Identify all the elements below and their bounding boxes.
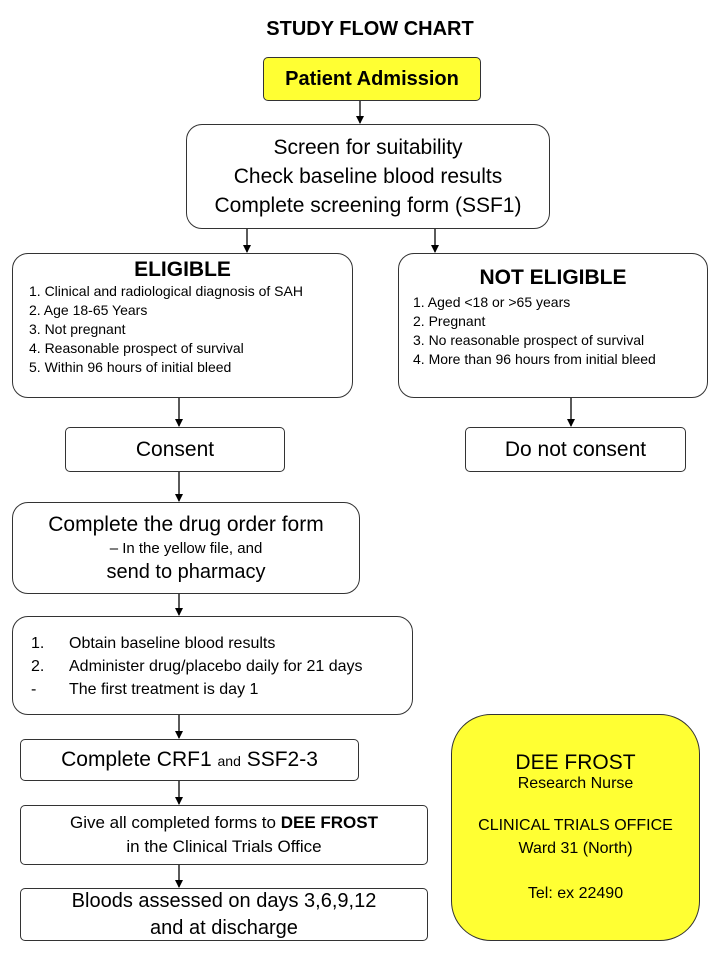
give-forms-line: Give all completed forms to DEE FROST xyxy=(70,811,378,835)
criteria-item: 3. Not pregnant xyxy=(29,321,126,337)
criteria-item: 1. Aged <18 or >65 years xyxy=(413,294,571,310)
criteria-item: 4. More than 96 hours from initial bleed xyxy=(413,351,656,367)
criteria-item: 1. Clinical and radiological diagnosis o… xyxy=(29,283,303,299)
screening-line: Complete screening form (SSF1) xyxy=(214,194,522,217)
step-item: - The first treatment is day 1 xyxy=(31,678,412,701)
give-forms-name: DEE FROST xyxy=(280,813,378,832)
step-text: The first treatment is day 1 xyxy=(69,681,259,698)
step-item: 1. Obtain baseline blood results xyxy=(31,632,412,655)
screening-line: Check baseline blood results xyxy=(233,165,503,188)
chart-title: STUDY FLOW CHART xyxy=(266,18,474,40)
screening-line: Screen for suitability xyxy=(273,136,463,159)
crf-part1: Complete CRF1 xyxy=(61,748,212,771)
contact-tel: Tel: ex 22490 xyxy=(527,884,624,902)
contact-office: CLINICAL TRIALS OFFICE xyxy=(478,816,673,834)
eligible-box: ELIGIBLE 1. Clinical and radiological di… xyxy=(12,253,353,398)
criteria-item: 4. Reasonable prospect of survival xyxy=(29,340,244,356)
consent-label: Consent xyxy=(135,437,215,461)
drug-order-line: Complete the drug order form xyxy=(48,512,324,536)
no-consent-box: Do not consent xyxy=(465,427,686,472)
contact-ward: Ward 31 (North) xyxy=(518,839,633,857)
crf-text: Complete CRF1 and SSF2-3 xyxy=(61,748,318,772)
contact-box: DEE FROST Research Nurse CLINICAL TRIALS… xyxy=(451,714,700,941)
crf-part2: SSF2-3 xyxy=(246,748,318,771)
criteria-item: 5. Within 96 hours of initial bleed xyxy=(29,359,232,375)
criteria-item: 2. Pregnant xyxy=(413,313,486,329)
give-forms-box: Give all completed forms to DEE FROST in… xyxy=(20,805,428,865)
step-marker: - xyxy=(31,681,37,698)
step-text: Obtain baseline blood results xyxy=(69,635,276,652)
eligible-heading: ELIGIBLE xyxy=(134,258,231,281)
criteria-item: 2. Age 18-65 Years xyxy=(29,302,148,318)
contact-role: Research Nurse xyxy=(517,774,634,792)
bloods-box: Bloods assessed on days 3,6,9,12 and at … xyxy=(20,888,428,941)
bloods-line: Bloods assessed on days 3,6,9,12 xyxy=(71,889,377,912)
patient-admission-label: Patient Admission xyxy=(285,67,459,90)
drug-order-box: Complete the drug order form – In the ye… xyxy=(12,502,360,594)
screening-box: Screen for suitability Check baseline bl… xyxy=(186,124,550,229)
patient-admission-box: Patient Admission xyxy=(263,57,481,101)
crf-box: Complete CRF1 and SSF2-3 xyxy=(20,739,359,781)
step-marker: 1. xyxy=(31,635,45,652)
step-item: 2. Administer drug/placebo daily for 21 … xyxy=(31,655,412,678)
not-eligible-box: NOT ELIGIBLE 1. Aged <18 or >65 years 2.… xyxy=(398,253,708,398)
not-eligible-heading: NOT ELIGIBLE xyxy=(479,266,627,289)
step-text: Administer drug/placebo daily for 21 day… xyxy=(69,658,363,675)
drug-order-line: – In the yellow file, and xyxy=(109,539,263,557)
crf-joiner: and xyxy=(217,753,241,769)
consent-box: Consent xyxy=(65,427,285,472)
not-eligible-criteria: 1. Aged <18 or >65 years 2. Pregnant 3. … xyxy=(413,293,707,369)
treatment-steps-box: 1. Obtain baseline blood results 2. Admi… xyxy=(12,616,413,715)
give-forms-line: in the Clinical Trials Office xyxy=(126,837,322,856)
give-forms-text: Give all completed forms to xyxy=(70,813,276,832)
eligible-criteria: 1. Clinical and radiological diagnosis o… xyxy=(29,282,352,377)
treatment-steps: 1. Obtain baseline blood results 2. Admi… xyxy=(31,632,412,701)
bloods-line: and at discharge xyxy=(150,916,298,939)
drug-order-line: send to pharmacy xyxy=(106,560,266,583)
no-consent-label: Do not consent xyxy=(504,437,647,461)
contact-name: DEE FROST xyxy=(515,750,636,774)
criteria-item: 3. No reasonable prospect of survival xyxy=(413,332,645,348)
step-marker: 2. xyxy=(31,658,45,675)
